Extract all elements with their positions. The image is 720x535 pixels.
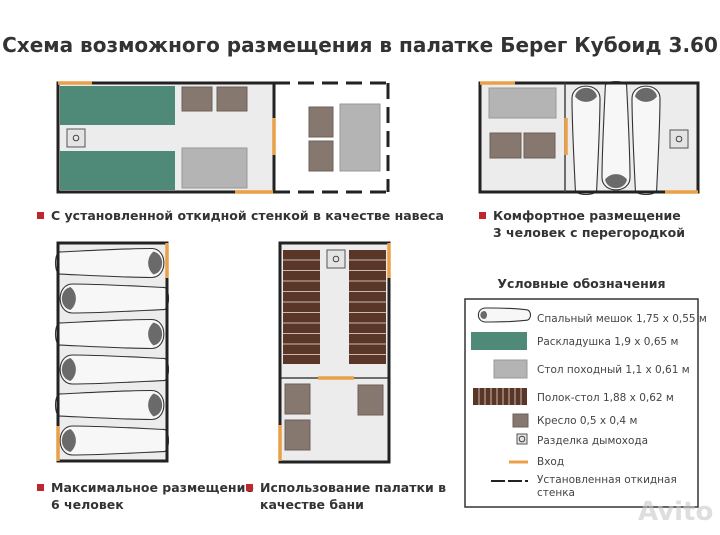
chimney-hole-icon <box>332 255 340 263</box>
caption-text: качестве бани <box>260 497 364 512</box>
tent-floor <box>58 243 167 461</box>
legend-label: Стол походный 1,1 x 0,61 м <box>537 364 690 376</box>
bench-shelf <box>473 388 527 405</box>
sleeping-bag <box>59 283 170 314</box>
sleeping-bag <box>631 85 661 196</box>
legend-label: Раскладушка 1,9 x 0,65 м <box>537 336 679 348</box>
camp-table <box>493 359 528 379</box>
chimney-hole-icon <box>675 135 683 143</box>
tent-wall <box>56 241 169 463</box>
caption-text: 3 человек с перегородкой <box>493 225 685 240</box>
legend-label: Разделка дымохода <box>537 435 649 447</box>
chimney-outlet <box>516 433 528 445</box>
sleeping-bag-body <box>59 425 170 456</box>
tent-wall <box>278 241 391 464</box>
caption-text: С установленной откидной стенкой в качес… <box>51 208 444 223</box>
chair <box>216 86 248 112</box>
sleeping-bag-hood <box>148 251 163 275</box>
sleeping-bag-hood <box>61 429 76 452</box>
sleeping-bag-body <box>59 354 170 385</box>
sleeping-bag-body <box>54 389 165 421</box>
sleeping-bag-body <box>477 307 532 323</box>
sleeping-bag <box>54 389 165 421</box>
chair <box>308 140 334 172</box>
sleeping-bag-body <box>54 247 165 279</box>
sleeping-bag <box>571 85 601 196</box>
tent-wall <box>478 81 700 194</box>
avito-watermark: Avito <box>638 497 714 527</box>
bullet-icon <box>246 484 253 491</box>
sleeping-bag-body <box>601 80 631 191</box>
sleeping-bag-hood <box>480 310 488 320</box>
sleeping-bag-body <box>571 85 601 196</box>
sleeping-bag <box>477 307 532 323</box>
sleeping-bag <box>54 247 165 279</box>
caption-text: Комфортное размещение <box>493 208 681 223</box>
sleeping-bag <box>54 318 165 350</box>
chair <box>512 413 529 428</box>
chimney-hole-icon <box>518 435 526 443</box>
bullet-icon <box>479 212 486 219</box>
caption-sauna: Использование палатки в качестве бани <box>246 479 446 513</box>
chimney-outlet <box>326 249 346 269</box>
legend-title: Условные обозначения <box>497 276 666 291</box>
sleeping-bag-hood <box>148 393 163 417</box>
legend-label: Установленная откидная стенка <box>537 474 677 499</box>
sleeping-bag-hood <box>61 287 76 310</box>
chair <box>284 383 311 415</box>
sleeping-bag <box>59 354 170 385</box>
chair <box>357 384 384 416</box>
caption-text: Использование палатки в <box>260 480 446 495</box>
bench-shelf <box>349 250 386 364</box>
chair <box>284 419 311 451</box>
sleeping-bag-body <box>59 283 170 314</box>
caption-text: Максимальное размещение <box>51 480 254 495</box>
sleeping-bag-body <box>631 85 661 196</box>
chimney-hole-icon <box>72 134 80 142</box>
chimney-outlet <box>66 128 86 148</box>
sleeping-bag-hood <box>635 87 657 102</box>
caption-max: Максимальное размещение 6 человек <box>37 479 254 513</box>
camp-table <box>181 147 248 189</box>
legend-label: Кресло 0,5 x 0,4 м <box>537 415 638 427</box>
chair <box>489 132 522 159</box>
bench-shelf <box>283 250 320 364</box>
sleeping-bag-hood <box>575 87 597 102</box>
sleeping-bag-hood <box>148 322 163 346</box>
camp-table <box>339 103 381 172</box>
sleeping-bag-hood <box>605 174 627 189</box>
sleeping-bag-body <box>54 318 165 350</box>
chair <box>181 86 213 112</box>
legend-box <box>464 298 699 508</box>
chimney-outlet <box>669 129 689 149</box>
bullet-icon <box>37 484 44 491</box>
cot <box>60 151 175 190</box>
chair <box>308 106 334 138</box>
legend-label: Полок-стол 1,88 x 0,62 м <box>537 392 674 404</box>
sleeping-bag <box>601 80 631 191</box>
caption-comfort: Комфортное размещение 3 человек с перего… <box>479 207 685 241</box>
caption-awning: С установленной откидной стенкой в качес… <box>37 207 444 224</box>
sleeping-bag-hood <box>61 358 76 381</box>
sleeping-bag <box>59 425 170 456</box>
camp-table <box>488 87 557 119</box>
page-title: Схема возможного размещения в палатке Бе… <box>2 33 718 57</box>
cot <box>471 332 527 350</box>
cot <box>60 86 175 125</box>
chair <box>523 132 556 159</box>
bullet-icon <box>37 212 44 219</box>
legend-label: Спальный мешок 1,75 x 0,55 м <box>537 313 707 325</box>
caption-text: 6 человек <box>51 497 124 512</box>
legend-label: Вход <box>537 456 565 468</box>
